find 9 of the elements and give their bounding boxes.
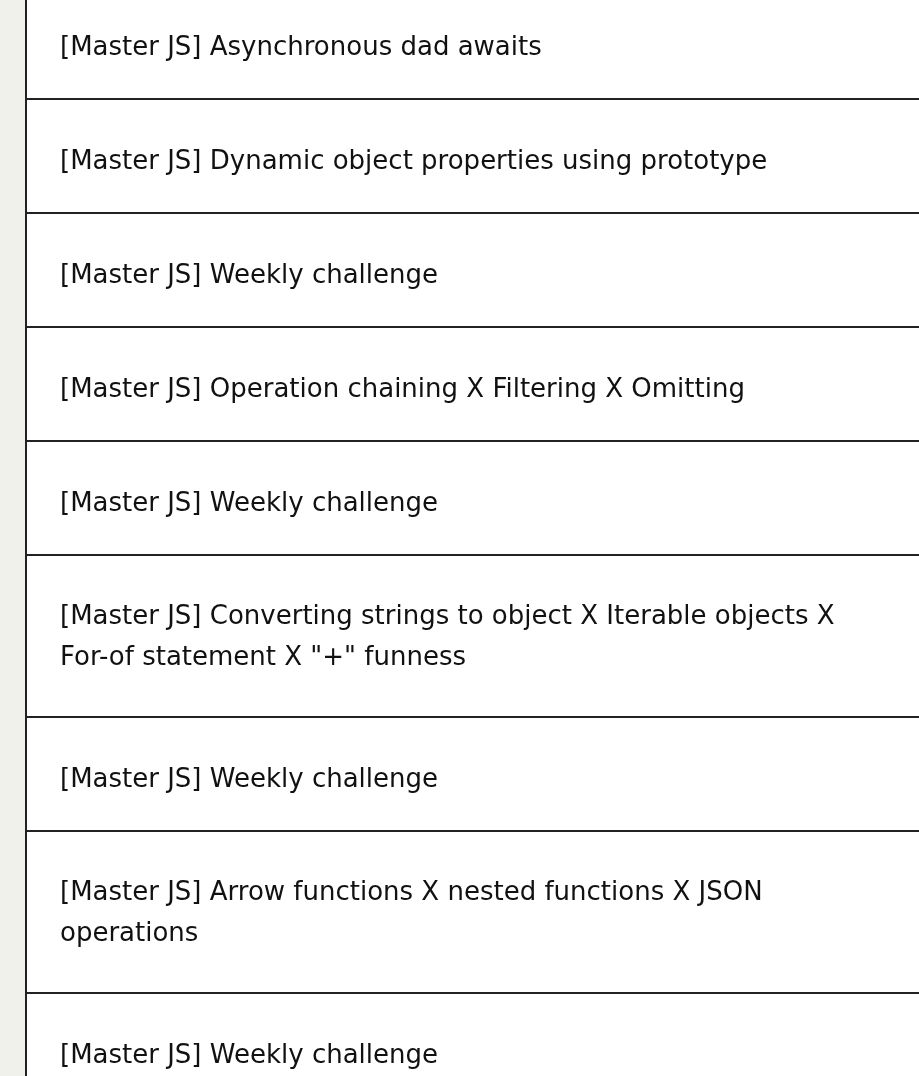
article-title: [Master JS] Weekly challenge: [60, 1038, 439, 1071]
article-title: [Master JS] Operation chaining X Filtering X Omitting: [60, 372, 746, 405]
article-title: [Master JS] Weekly challenge: [60, 486, 439, 519]
article-title: [Master JS] Asynchronous dad awaits: [60, 30, 543, 63]
article-title: [Master JS] Converting strings to object X Iterable objects X For-of statement X "+" funness: [60, 599, 836, 673]
article-title: [Master JS] Arrow functions X nested functions X JSON operations: [60, 875, 764, 949]
article-title: [Master JS] Weekly challenge: [60, 258, 439, 291]
article-title: [Master JS] Dynamic object properties using prototype: [60, 144, 769, 177]
article-title: [Master JS] Weekly challenge: [60, 762, 439, 795]
